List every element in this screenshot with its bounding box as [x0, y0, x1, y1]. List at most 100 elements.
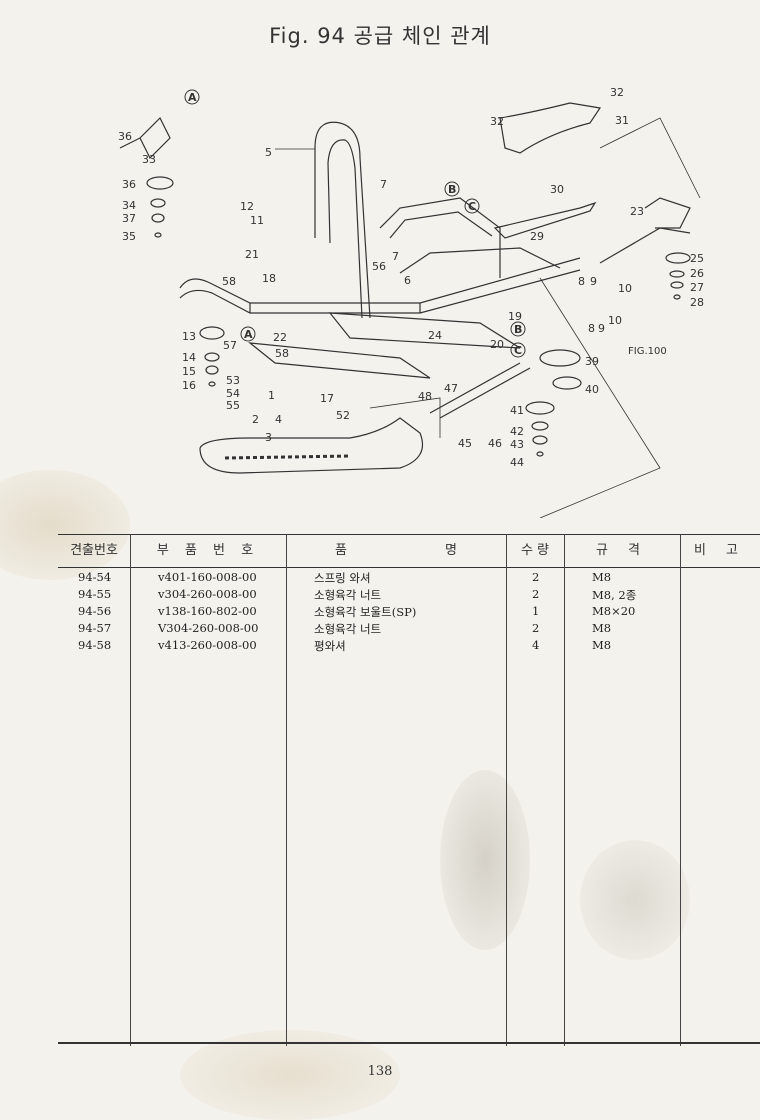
row-no: 94-58	[78, 638, 112, 652]
column-divider	[680, 534, 681, 1046]
header-part-number: 부 품 번 호	[156, 543, 260, 558]
row-name: 소형육각 보울트(SP)	[314, 605, 417, 619]
row-part-number: v413-260-008-00	[158, 638, 257, 652]
svg-text:A: A	[188, 91, 197, 104]
svg-text:11: 11	[250, 214, 264, 227]
row-spec: M8	[592, 621, 612, 635]
svg-text:1: 1	[268, 389, 275, 402]
row-spec: M8	[592, 570, 612, 584]
svg-text:56: 56	[372, 260, 386, 273]
row-name: 소형육각 너트	[314, 622, 382, 636]
svg-text:C: C	[468, 200, 476, 213]
svg-text:32: 32	[610, 86, 624, 99]
svg-text:46: 46	[488, 437, 502, 450]
svg-text:13: 13	[182, 330, 196, 343]
svg-text:16: 16	[182, 379, 196, 392]
row-qty: 2	[532, 570, 540, 584]
svg-text:44: 44	[510, 456, 524, 469]
svg-text:18: 18	[262, 272, 276, 285]
row-qty: 2	[532, 587, 540, 601]
svg-text:14: 14	[182, 351, 196, 364]
svg-text:8: 8	[578, 275, 585, 288]
svg-text:42: 42	[510, 425, 524, 438]
svg-text:26: 26	[690, 267, 704, 280]
parts-table: 견출번호 부 품 번 호 품 명 수 량 규 격 비 고 94-54 v401-…	[58, 534, 760, 1046]
svg-text:C: C	[514, 344, 522, 357]
svg-text:45: 45	[458, 437, 472, 450]
column-divider	[564, 534, 565, 1046]
svg-text:30: 30	[550, 183, 564, 196]
table-row: 94-58 v413-260-008-00 평와셔 4 M8	[58, 638, 760, 655]
svg-text:19: 19	[508, 310, 522, 323]
row-no: 94-55	[78, 587, 112, 601]
row-part-number: v138-160-802-00	[158, 604, 257, 618]
svg-text:B: B	[448, 183, 456, 196]
row-name: 평와셔	[314, 639, 346, 653]
table-row: 94-54 v401-160-008-00 스프링 와셔 2 M8	[58, 570, 760, 587]
svg-text:28: 28	[690, 296, 704, 309]
svg-text:9: 9	[590, 275, 597, 288]
svg-text:27: 27	[690, 281, 704, 294]
svg-text:54: 54	[226, 387, 240, 400]
row-part-number: v401-160-008-00	[158, 570, 257, 584]
row-qty: 2	[532, 621, 540, 635]
column-divider	[130, 534, 131, 1046]
row-part-number: V304-260-008-00	[158, 621, 259, 635]
svg-text:52: 52	[336, 409, 350, 422]
svg-text:B: B	[514, 323, 522, 336]
column-divider	[286, 534, 287, 1046]
svg-text:48: 48	[418, 390, 432, 403]
row-spec: M8×20	[592, 604, 636, 618]
svg-text:12: 12	[240, 200, 254, 213]
table-row: 94-55 v304-260-008-00 소형육각 너트 2 M8, 2종	[58, 587, 760, 604]
svg-text:7: 7	[392, 250, 399, 263]
table-bottom-rule	[58, 1042, 760, 1044]
header-no: 견출번호	[70, 543, 118, 558]
header-qty: 수 량	[520, 543, 550, 558]
svg-text:9: 9	[598, 322, 605, 335]
svg-text:6: 6	[404, 274, 411, 287]
svg-text:10: 10	[608, 314, 622, 327]
svg-text:22: 22	[273, 331, 287, 344]
svg-text:15: 15	[182, 365, 196, 378]
svg-text:32: 32	[490, 115, 504, 128]
svg-text:37: 37	[122, 212, 136, 225]
figure-title: Fig. 94 공급 체인 관계	[269, 24, 491, 48]
row-name: 소형육각 너트	[314, 588, 382, 602]
svg-text:47: 47	[444, 382, 458, 395]
svg-text:40: 40	[585, 383, 599, 396]
table-header: 견출번호 부 품 번 호 품 명 수 량 규 격 비 고	[58, 534, 760, 568]
row-no: 94-56	[78, 604, 112, 618]
svg-text:58: 58	[275, 347, 289, 360]
svg-text:20: 20	[490, 338, 504, 351]
svg-text:8: 8	[588, 322, 595, 335]
svg-text:10: 10	[618, 282, 632, 295]
svg-text:17: 17	[320, 392, 334, 405]
row-qty: 1	[532, 604, 540, 618]
row-qty: 4	[532, 638, 540, 652]
svg-text:34: 34	[122, 199, 136, 212]
row-part-number: v304-260-008-00	[158, 587, 257, 601]
svg-text:55: 55	[226, 399, 240, 412]
svg-text:FIG.100: FIG.100	[628, 346, 667, 357]
header-spec: 규 격	[595, 543, 649, 558]
svg-text:36: 36	[122, 178, 136, 191]
svg-text:21: 21	[245, 248, 259, 261]
header-remarks: 비 고	[693, 543, 747, 558]
header-name-right: 명	[445, 543, 457, 558]
svg-text:29: 29	[530, 230, 544, 243]
svg-text:35: 35	[122, 230, 136, 243]
svg-text:4: 4	[275, 413, 282, 426]
svg-text:41: 41	[510, 404, 524, 417]
svg-text:36: 36	[118, 130, 132, 143]
svg-text:3: 3	[265, 431, 272, 444]
svg-text:33: 33	[142, 153, 156, 166]
svg-text:A: A	[244, 328, 253, 341]
svg-text:5: 5	[265, 146, 272, 159]
row-no: 94-57	[78, 621, 112, 635]
svg-text:43: 43	[510, 438, 524, 451]
page-number: 138	[367, 1064, 393, 1079]
svg-text:23: 23	[630, 205, 644, 218]
